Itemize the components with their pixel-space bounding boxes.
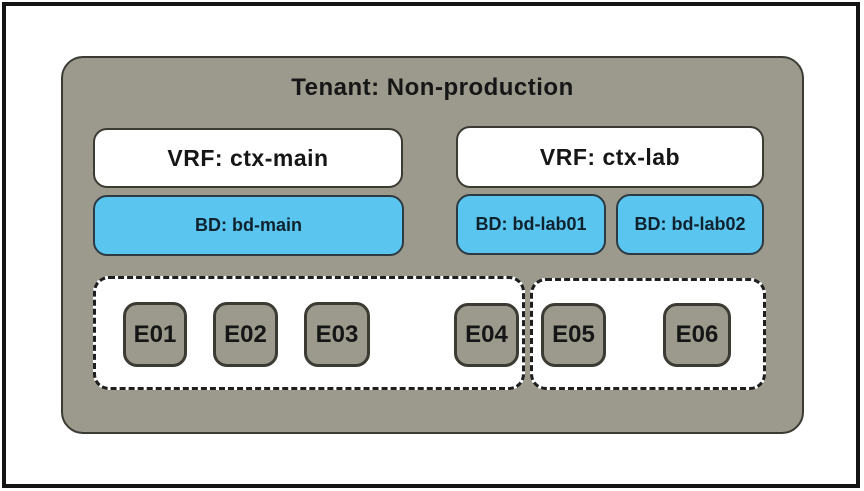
endpoint-e04: E04 [454, 303, 519, 367]
endpoint-e02: E02 [213, 302, 278, 367]
tenant-title: Tenant: Non-production [291, 74, 574, 101]
endpoint-e01: E01 [123, 302, 187, 367]
vrf-ctx-main-box: VRF: ctx-main [93, 128, 403, 188]
endpoint-e06: E06 [663, 303, 731, 367]
endpoint-e03: E03 [304, 302, 370, 367]
bd-bd-main-box: BD: bd-main [93, 195, 404, 256]
bd-bd-lab01-box: BD: bd-lab01 [456, 194, 606, 255]
vrf-ctx-lab-box: VRF: ctx-lab [456, 126, 764, 188]
endpoint-e05: E05 [541, 303, 606, 367]
bd-bd-lab02-box: BD: bd-lab02 [616, 194, 764, 255]
